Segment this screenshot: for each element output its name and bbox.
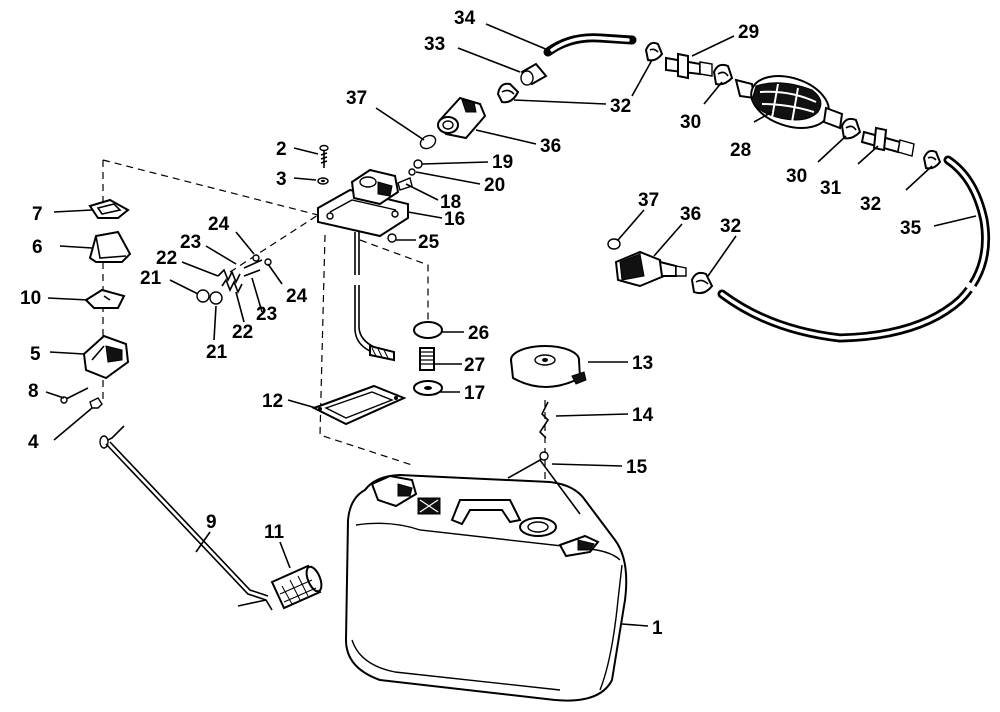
fuel-gauge-assembly (317, 168, 413, 362)
cap-seal (413, 321, 443, 339)
hose-clamp-upper-right (644, 41, 664, 62)
label-17: 17 (464, 383, 485, 404)
fuel-hose-long (717, 155, 991, 343)
label-12: 12 (262, 391, 283, 412)
float-arm (99, 425, 273, 611)
o-ring-tiny (408, 168, 416, 176)
label-36a: 36 (540, 136, 561, 157)
label-20: 20 (484, 175, 505, 196)
label-2: 2 (276, 139, 287, 160)
hose-short (543, 33, 637, 57)
label-19: 19 (492, 152, 513, 173)
label-37b: 37 (638, 190, 659, 211)
label-29: 29 (738, 22, 759, 43)
label-30b: 30 (786, 166, 807, 187)
primer-bulb (734, 75, 844, 130)
washer (317, 177, 329, 185)
label-33: 33 (424, 34, 445, 55)
leader-lines (45, 23, 977, 627)
label-5: 5 (30, 344, 41, 365)
label-32a: 32 (610, 96, 631, 117)
label-16: 16 (444, 209, 465, 230)
fuel-cap (510, 345, 587, 388)
pins (243, 254, 272, 277)
small-fitting (387, 233, 397, 243)
label-34: 34 (454, 8, 476, 29)
label-9: 9 (206, 512, 217, 533)
hose-sleeve (520, 62, 548, 86)
label-23a: 23 (180, 232, 201, 253)
hose-clamp-lower (690, 271, 714, 295)
springs (217, 268, 243, 294)
hose-clamp-right (922, 149, 942, 170)
label-3: 3 (276, 169, 287, 190)
label-23b: 23 (256, 304, 277, 325)
part-labels: 1 2 3 4 5 6 7 8 9 10 11 12 13 14 15 16 1… (20, 8, 922, 639)
label-27: 27 (464, 355, 485, 376)
hose-clamp-upper-left (496, 82, 520, 104)
tank-connector-upper (437, 96, 487, 140)
label-24a: 24 (208, 214, 230, 235)
retainer-plate (84, 288, 126, 309)
label-22b: 22 (232, 322, 253, 343)
float (270, 564, 323, 610)
fuel-tank (344, 473, 628, 702)
label-37a: 37 (346, 88, 367, 109)
hose-connector-fitting (665, 52, 713, 80)
gauge-gasket (311, 384, 407, 426)
label-32b: 32 (860, 194, 881, 215)
nut-small (89, 397, 103, 409)
o-ring-small (413, 159, 423, 169)
gasket-top (88, 198, 130, 219)
label-11: 11 (264, 522, 285, 543)
label-26: 26 (468, 323, 489, 344)
label-21b: 21 (206, 342, 228, 363)
label-22a: 22 (156, 248, 177, 269)
label-28: 28 (730, 140, 751, 161)
label-8: 8 (28, 381, 39, 402)
label-10: 10 (20, 288, 41, 309)
label-25: 25 (418, 232, 440, 253)
screw-small (60, 387, 89, 404)
label-32c: 32 (720, 216, 741, 237)
cap-chain (538, 401, 550, 439)
cap-plate (413, 380, 443, 396)
label-1: 1 (652, 618, 663, 639)
label-15: 15 (626, 457, 648, 478)
screw (319, 144, 329, 168)
cover (88, 230, 132, 263)
primer-clamp-left (712, 63, 734, 86)
cap-spring (419, 347, 435, 371)
balls (196, 289, 223, 305)
o-ring-right (607, 238, 621, 250)
label-14: 14 (632, 405, 654, 426)
tank-connector-right (614, 250, 687, 288)
label-30a: 30 (680, 112, 701, 133)
primer-outlet-fitting (860, 126, 915, 157)
primer-clamp-right (840, 117, 862, 140)
o-ring-upper (419, 134, 437, 150)
label-24b: 24 (286, 286, 308, 307)
label-35: 35 (900, 218, 922, 239)
vent-body (82, 334, 130, 380)
cap-retainer (507, 451, 581, 515)
label-4: 4 (28, 432, 39, 453)
label-7: 7 (32, 204, 43, 225)
label-21a: 21 (140, 268, 162, 289)
label-36b: 36 (680, 204, 701, 225)
label-13: 13 (632, 353, 653, 374)
label-18: 18 (440, 192, 461, 213)
label-31: 31 (820, 178, 842, 199)
label-6: 6 (32, 237, 43, 258)
